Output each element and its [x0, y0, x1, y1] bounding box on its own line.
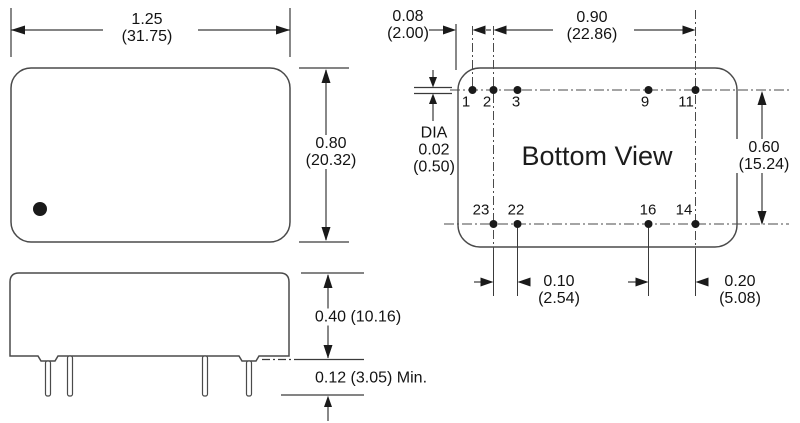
arrowhead	[757, 211, 767, 225]
dim-width-mm: (31.75)	[121, 28, 173, 45]
dim-width-inches: 1.25	[131, 11, 163, 28]
pin-dot	[513, 86, 522, 94]
dim-pin-length-min: 0.12 (3.05) Min.	[311, 369, 431, 387]
dim-height-inches: 0.80	[315, 135, 347, 152]
lower-extension-lines	[493, 228, 696, 296]
dia-label: DIA	[420, 124, 448, 142]
arrowhead	[695, 277, 709, 287]
arrowhead	[635, 277, 649, 287]
pin-dot	[644, 220, 653, 228]
arrowhead	[323, 345, 333, 359]
arrowhead	[276, 25, 290, 35]
pin-label-2: 2	[482, 93, 492, 111]
pin-label-14: 14	[675, 201, 693, 219]
pin-dot	[691, 86, 700, 94]
pin-dot	[489, 86, 498, 94]
top-view-outline	[10, 67, 291, 243]
arrowhead	[11, 25, 25, 35]
side-view-pin	[66, 355, 74, 397]
side-view-pin	[245, 360, 253, 397]
side-view-pin	[201, 355, 209, 397]
dim-pin-diameter: DIA 0.02 (0.50)	[413, 124, 455, 176]
dim-end-pitch: 0.20 (5.08)	[719, 273, 761, 307]
arrowhead	[321, 227, 331, 241]
pin-dot	[513, 220, 522, 228]
side-view-outline	[9, 272, 290, 362]
dim-side-view-body-height: 0.40 (10.16)	[311, 308, 405, 326]
pin-dot	[644, 86, 653, 94]
arrowhead	[757, 91, 767, 105]
pin-label-11: 11	[678, 93, 694, 111]
arrowhead	[429, 93, 437, 104]
arrowhead	[321, 69, 331, 83]
top-view	[10, 67, 291, 243]
arrowhead	[323, 274, 333, 288]
arrowhead	[493, 25, 507, 35]
dim-top-view-height: 0.80 (20.32)	[302, 135, 360, 169]
pin-label-16: 16	[639, 201, 657, 219]
arrowhead	[429, 77, 437, 88]
centerlines	[444, 10, 789, 250]
dim-edge-to-pin: 0.08 (2.00)	[387, 8, 429, 42]
dim-pin-span: 0.90 (22.86)	[566, 9, 618, 43]
pin-label-23: 23	[472, 201, 490, 219]
dim-row-span: 0.60 (15.24)	[735, 139, 793, 173]
arrowhead	[682, 25, 696, 35]
pin-dots	[468, 86, 700, 228]
dim-pin-pitch: 0.10 (2.54)	[538, 273, 580, 307]
dim-height-mm: (20.32)	[305, 152, 357, 169]
arrowhead	[517, 277, 531, 287]
arrowhead	[472, 25, 486, 35]
pin-dot	[691, 220, 700, 228]
bottom-view-title: Bottom View	[521, 141, 673, 171]
arrowhead	[480, 277, 494, 287]
side-view-pin	[44, 360, 52, 397]
edge-to-pin-dimension	[429, 24, 491, 70]
arrowhead	[443, 25, 456, 35]
pin-label-3: 3	[511, 93, 521, 111]
pin-label-22: 22	[507, 201, 525, 219]
pin1-indicator-dot	[33, 202, 47, 216]
arrowhead	[324, 395, 332, 407]
pin-length-dimension	[281, 394, 364, 421]
pin-dot	[468, 86, 477, 94]
pin-dot	[489, 220, 498, 228]
pin-label-1: 1	[461, 93, 471, 111]
side-view	[9, 272, 290, 397]
pin-label-9: 9	[640, 93, 650, 111]
top-view-width-dimension	[10, 8, 291, 57]
dim-top-view-width: 1.25 (31.75)	[118, 11, 176, 45]
